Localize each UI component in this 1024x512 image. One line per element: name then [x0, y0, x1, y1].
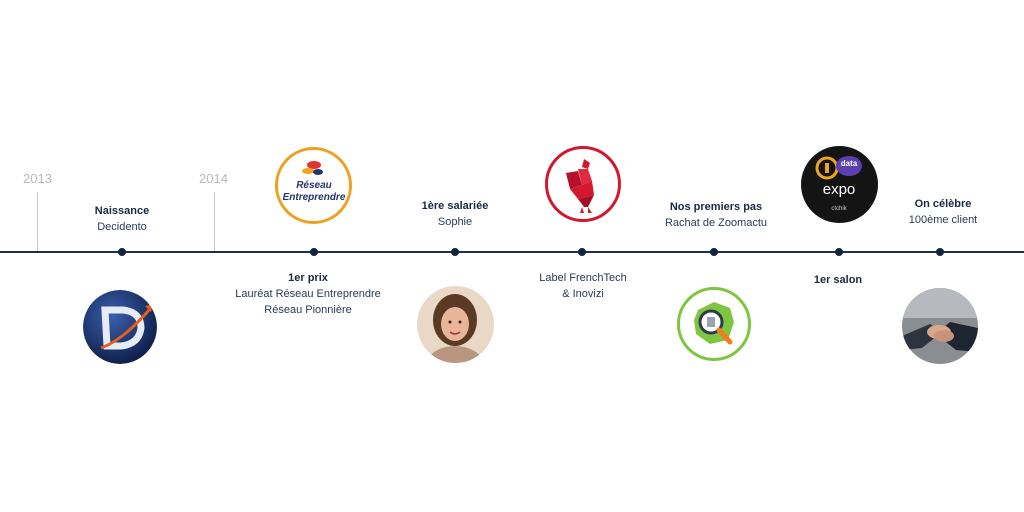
event-text: Rachat de Zoomactu	[664, 217, 768, 229]
handshake-photo	[902, 288, 978, 364]
event-zoomactu-label: Nos premiers pas Rachat de Zoomactu	[665, 199, 767, 231]
expo-word-text: expo	[823, 181, 856, 198]
event-text: Réseau Pionnière	[264, 304, 352, 316]
timeline-dot-zoomactu	[710, 248, 718, 256]
event-title: Naissance	[94, 205, 150, 217]
reseau-logo-text-2: Entreprendre	[283, 192, 346, 203]
data-expo-logo: data expo ctchik	[801, 146, 878, 223]
reseau-logo-text-1: Réseau	[296, 180, 332, 191]
event-prix-label: 1er prix Lauréat Réseau Entreprendre Rés…	[235, 270, 381, 318]
event-title: On célèbre	[914, 198, 972, 210]
timeline-dot-client	[936, 248, 944, 256]
event-salariee-label: 1ère salariée Sophie	[422, 198, 489, 230]
event-title: Label FrenchTech	[539, 272, 627, 284]
expo-data-text: data	[841, 159, 858, 168]
event-naissance-label: Naissance Decidento	[95, 203, 149, 235]
event-frenchtech-label: Label FrenchTech & Inovizi	[539, 270, 626, 302]
event-text: Lauréat Réseau Entreprendre	[235, 288, 381, 300]
sophie-photo	[417, 286, 494, 363]
event-client-label: On célèbre 100ème client	[909, 196, 978, 228]
year-2014-tick	[214, 192, 215, 251]
event-text: Sophie	[437, 216, 473, 228]
year-2014: 2014	[199, 171, 228, 186]
timeline-dot-frenchtech	[578, 248, 586, 256]
event-text: & Inovizi	[562, 288, 604, 300]
timeline-dot-naissance	[118, 248, 126, 256]
timeline-dot-salon	[835, 248, 843, 256]
event-text: 100ème client	[908, 214, 978, 226]
decidento-logo	[83, 290, 157, 364]
event-title: 1er salon	[813, 274, 863, 286]
event-text: Decidento	[97, 221, 147, 233]
event-salon-label: 1er salon	[814, 272, 862, 288]
timeline-dot-salariee	[451, 248, 459, 256]
zoomactu-logo	[677, 287, 751, 361]
year-2013-tick	[37, 192, 38, 251]
timeline-axis	[0, 251, 1024, 253]
expo-small-text: ctchik	[831, 206, 847, 212]
reseau-entreprendre-logo: Réseau Entreprendre	[275, 147, 352, 224]
event-title: Nos premiers pas	[669, 201, 763, 213]
timeline-dot-prix	[310, 248, 318, 256]
year-2013: 2013	[23, 171, 52, 186]
frenchtech-logo	[545, 146, 621, 222]
event-title: 1er prix	[288, 272, 328, 284]
event-title: 1ère salariée	[421, 200, 489, 212]
